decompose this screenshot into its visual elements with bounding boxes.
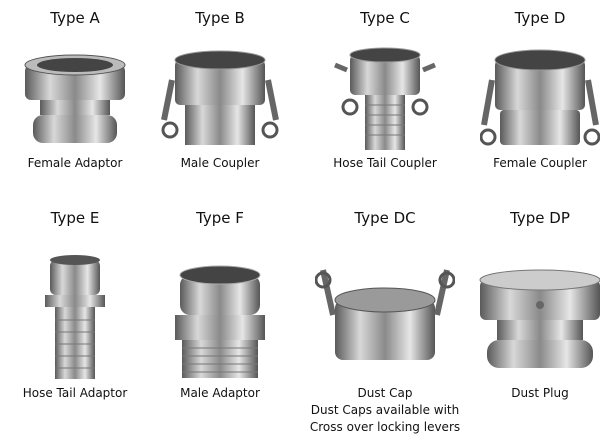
female-coupler-icon xyxy=(480,49,600,146)
type-label: Type C xyxy=(360,9,410,27)
caption: Male Coupler xyxy=(180,156,260,170)
caption: Hose Tail Adaptor xyxy=(22,386,128,400)
caption: Dust Plug xyxy=(511,386,569,400)
type-label: Type A xyxy=(50,9,100,27)
caption-note-line-1: Dust Caps available with xyxy=(310,403,460,417)
type-label: Type E xyxy=(50,209,100,227)
type-label: Type D xyxy=(514,9,566,27)
dust-cap-icon xyxy=(315,269,455,360)
type-label: Type DP xyxy=(510,209,570,227)
caption: Female Coupler xyxy=(493,156,587,170)
male-coupler-icon xyxy=(161,50,279,145)
caption: Female Adaptor xyxy=(27,156,123,170)
caption: Hose Tail Coupler xyxy=(333,156,437,170)
caption-note-line-2: Cross over locking levers xyxy=(309,420,461,434)
type-label: Type B xyxy=(195,9,245,27)
dust-plug-icon xyxy=(479,269,600,368)
type-label: Type DC xyxy=(354,209,416,227)
type-label: Type F xyxy=(196,209,244,227)
male-adaptor-icon xyxy=(175,265,265,378)
hose-tail-coupler-icon xyxy=(334,47,436,150)
caption: Dust Cap xyxy=(357,386,413,400)
hose-tail-adaptor-icon xyxy=(45,255,105,379)
female-adaptor-icon xyxy=(24,54,126,143)
caption: Male Adaptor xyxy=(180,386,260,400)
